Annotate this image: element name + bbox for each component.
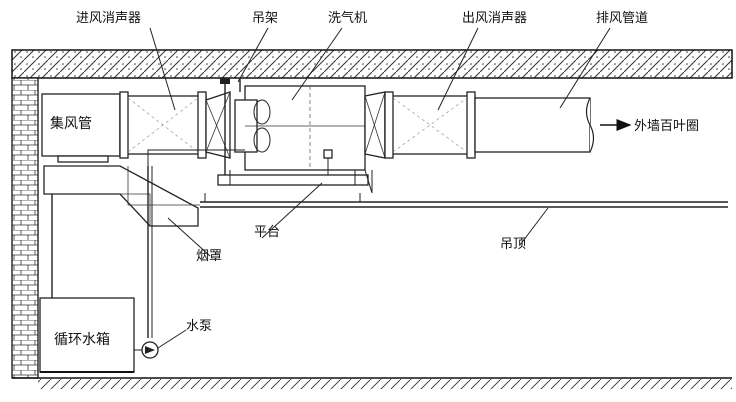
exhaust-duct <box>474 97 591 153</box>
inlet-silencer-flange-right <box>197 91 207 159</box>
label-collector-duct: 集风管 <box>50 115 92 132</box>
label-hood: 烟罩 <box>196 249 222 264</box>
outlet-silencer-flange-right <box>466 91 476 159</box>
leader-hood <box>167 217 211 257</box>
inlet-silencer-flange-left <box>119 91 129 159</box>
leader-inlet-silencer <box>149 27 176 111</box>
label-scrubber: 洗气机 <box>328 10 367 26</box>
leader-ceiling <box>519 207 549 246</box>
circulation-tank <box>39 297 135 373</box>
label-platform: 平台 <box>254 225 280 240</box>
platform <box>217 174 369 186</box>
label-tank: 循环水箱 <box>54 332 110 348</box>
outlet-silencer-flange-left <box>384 91 394 159</box>
water-pipe-to-scrubber <box>147 149 245 166</box>
leader-pump <box>157 329 187 349</box>
label-hanger: 吊架 <box>252 11 278 26</box>
ceiling-slab <box>11 49 733 79</box>
floor-hatch <box>38 379 732 389</box>
label-ceiling: 吊顶 <box>500 237 526 252</box>
brick-wall <box>11 77 39 379</box>
label-inlet-silencer: 进风消声器 <box>76 11 141 26</box>
smoke-hood <box>43 165 199 227</box>
label-pump: 水泵 <box>186 319 212 334</box>
leader-outlet-silencer <box>437 27 479 111</box>
label-outlet-silencer: 出风消声器 <box>462 11 527 26</box>
leader-platform <box>261 182 323 239</box>
leader-hanger <box>237 27 269 83</box>
fan-blade-2 <box>253 127 271 153</box>
leader-exhaust-duct <box>559 27 611 109</box>
label-louver: 外墙百叶圈 <box>634 119 699 134</box>
collector-duct-base <box>57 155 109 163</box>
outlet-silencer <box>384 95 476 155</box>
hanger-bracket <box>220 78 230 84</box>
collector-duct <box>41 93 121 157</box>
leader-scrubber <box>291 27 343 101</box>
fan-blade-1 <box>253 99 271 125</box>
label-exhaust-duct: 排风管道 <box>596 11 648 26</box>
